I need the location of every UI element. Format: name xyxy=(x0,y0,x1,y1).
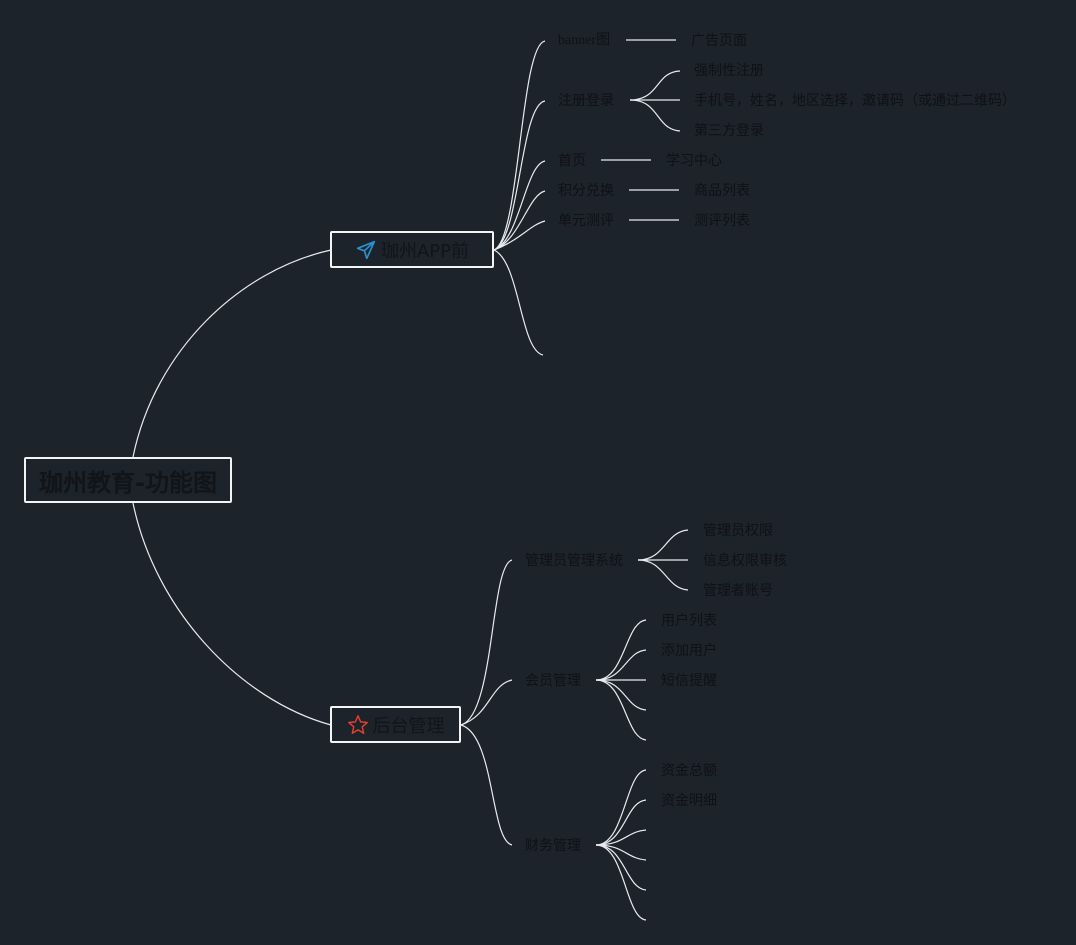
section-admin-system[interactable]: 管理员管理系统 xyxy=(525,553,623,569)
link-register-force xyxy=(629,70,681,101)
section-member-management[interactable]: 会员管理 xyxy=(525,673,581,689)
link-root-admin xyxy=(132,502,332,726)
section-points-exchange[interactable]: 积分兑换 xyxy=(558,183,614,199)
leaf-ad-page[interactable]: 广告页面 xyxy=(691,33,747,49)
link-register-third xyxy=(629,99,681,132)
leaf-test-list[interactable]: 测评列表 xyxy=(694,213,750,229)
leaf-study-center[interactable]: 学习中心 xyxy=(666,153,722,169)
link-manager-account xyxy=(637,559,689,591)
leaf-admin-permission[interactable]: 管理员权限 xyxy=(703,523,773,539)
link-app-test xyxy=(493,220,546,251)
leaf-fund-detail[interactable]: 资金明细 xyxy=(661,793,717,809)
link-finance-empty1 xyxy=(595,829,647,846)
star-icon xyxy=(347,714,369,736)
admin-branch-node[interactable]: 后台管理 xyxy=(330,706,461,743)
section-register-login[interactable]: 注册登录 xyxy=(558,93,614,109)
link-admin-finance xyxy=(460,724,513,846)
link-root-app xyxy=(132,249,332,458)
root-title: 珈州教育-功能图 xyxy=(39,468,217,497)
link-finance-empty3 xyxy=(595,844,647,891)
link-member-add xyxy=(595,649,647,681)
leaf-sms-reminder[interactable]: 短信提醒 xyxy=(661,673,717,689)
link-member-empty2 xyxy=(595,679,647,741)
link-member-list xyxy=(595,619,647,681)
link-admin-member xyxy=(460,679,513,726)
link-app-home xyxy=(493,160,546,251)
leaf-phone-info[interactable]: 手机号，姓名，地区选择，邀请码（或通过二维码） xyxy=(694,93,1016,109)
section-banner[interactable]: banner图 xyxy=(558,33,611,48)
app-branch-node[interactable]: 珈州APP前 xyxy=(330,231,494,268)
link-app-register xyxy=(493,100,546,251)
section-unit-test[interactable]: 单元测评 xyxy=(558,213,614,229)
link-app-empty xyxy=(493,249,544,356)
leaf-manager-account[interactable]: 管理者账号 xyxy=(703,583,773,599)
leaf-goods-list[interactable]: 商品列表 xyxy=(694,183,750,199)
paper-plane-icon xyxy=(355,239,377,261)
section-home[interactable]: 首页 xyxy=(558,153,586,169)
leaf-user-list[interactable]: 用户列表 xyxy=(661,613,717,629)
link-finance-empty4 xyxy=(595,844,647,921)
link-finance-total xyxy=(595,769,647,846)
leaf-add-user[interactable]: 添加用户 xyxy=(661,643,717,659)
leaf-forced-register[interactable]: 强制性注册 xyxy=(694,63,764,79)
link-finance-detail xyxy=(595,799,647,846)
link-admin-manager xyxy=(460,559,513,726)
leaf-info-permission-audit[interactable]: 信息权限审核 xyxy=(703,553,787,569)
link-manager-perm xyxy=(637,529,689,561)
app-branch-title: 珈州APP前 xyxy=(380,240,470,262)
root-node[interactable]: 珈州教育-功能图 xyxy=(24,457,232,503)
leaf-fund-total[interactable]: 资金总额 xyxy=(661,763,717,779)
link-app-points xyxy=(493,190,546,251)
section-finance-management[interactable]: 财务管理 xyxy=(525,838,581,854)
link-app-banner xyxy=(493,40,546,251)
leaf-third-party-login[interactable]: 第三方登录 xyxy=(694,123,764,139)
admin-branch-title: 后台管理 xyxy=(372,715,445,737)
link-member-empty1 xyxy=(595,679,647,711)
